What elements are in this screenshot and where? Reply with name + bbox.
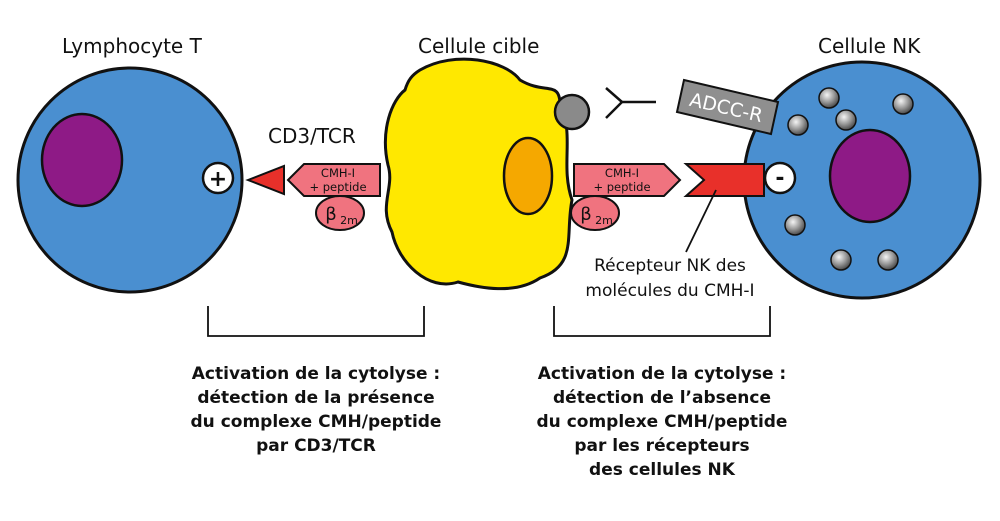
granule-icon xyxy=(877,249,899,271)
nk-cell xyxy=(742,60,982,300)
granule-icon xyxy=(835,109,857,131)
beta2m-left: β 2m xyxy=(315,195,365,231)
nk-receptor-label-line1: Récepteur NK des xyxy=(594,256,746,276)
left-caption: Activation de la cytolyse : détection de… xyxy=(146,362,486,458)
cellule-nk-label: Cellule NK xyxy=(818,34,921,58)
beta2m-right-beta: β xyxy=(580,204,592,225)
cmh-left-line1: CMH-I xyxy=(321,166,355,180)
beta2m-right-sub: 2m xyxy=(595,214,613,227)
left-caption-line: du complexe CMH/peptide xyxy=(190,412,442,432)
beta2m-right: β 2m xyxy=(570,195,620,231)
target-cell-nucleus xyxy=(502,136,554,216)
plus-sign: + xyxy=(209,167,227,192)
left-caption-line: par CD3/TCR xyxy=(256,436,376,456)
plus-symbol xyxy=(201,161,235,195)
left-caption-line: Activation de la cytolyse : xyxy=(191,364,441,384)
cmh-right: CMH-I + peptide xyxy=(573,163,682,197)
nk-receptor xyxy=(683,163,765,197)
cmh-right-line2: + peptide xyxy=(593,180,650,194)
nk-granules xyxy=(784,87,914,271)
right-caption-line: Activation de la cytolyse : xyxy=(537,364,787,384)
left-caption-line: détection de la présence xyxy=(197,388,435,408)
granule-icon xyxy=(830,249,852,271)
right-caption-line: des cellules NK xyxy=(589,460,735,480)
lymphocyte-t-nucleus xyxy=(40,112,124,208)
cmh-right-line1: CMH-I xyxy=(605,166,639,180)
beta2m-left-sub: 2m xyxy=(340,214,358,227)
right-bracket xyxy=(553,306,771,337)
right-caption-line: par les récepteurs xyxy=(574,436,750,456)
lymphocyte-t-label: Lymphocyte T xyxy=(62,34,202,58)
cellule-cible-label: Cellule cible xyxy=(418,34,540,58)
cmh-left-line2: + peptide xyxy=(309,180,366,194)
right-caption: Activation de la cytolyse : détection de… xyxy=(492,362,832,482)
beta2m-left-beta: β xyxy=(325,204,337,225)
nk-receptor-label-line2: molécules du CMH-I xyxy=(585,281,755,301)
right-caption-line: du complexe CMH/peptide xyxy=(536,412,788,432)
nk-receptor-pointer xyxy=(685,189,717,253)
granule-icon xyxy=(787,114,809,136)
cmh-left: CMH-I + peptide xyxy=(286,163,381,197)
cd3-tcr-receptor xyxy=(245,164,285,196)
nk-nucleus xyxy=(828,128,912,224)
granule-icon xyxy=(818,87,840,109)
left-bracket xyxy=(207,306,425,337)
cd3-tcr-label: CD3/TCR xyxy=(268,124,356,148)
minus-symbol: - xyxy=(763,161,797,195)
right-caption-line: détection de l’absence xyxy=(553,388,771,408)
lymphocyte-t-cell: + xyxy=(16,66,244,294)
antigen-ball xyxy=(553,93,591,131)
nk-receptor-label: Récepteur NK des molécules du CMH-I xyxy=(560,254,780,304)
adcc-r-receptor: ADCC-R xyxy=(675,78,780,136)
minus-sign: - xyxy=(775,166,784,191)
target-cell xyxy=(383,57,574,291)
antibody-icon xyxy=(605,87,656,119)
granule-icon xyxy=(784,214,806,236)
granule-icon xyxy=(892,93,914,115)
